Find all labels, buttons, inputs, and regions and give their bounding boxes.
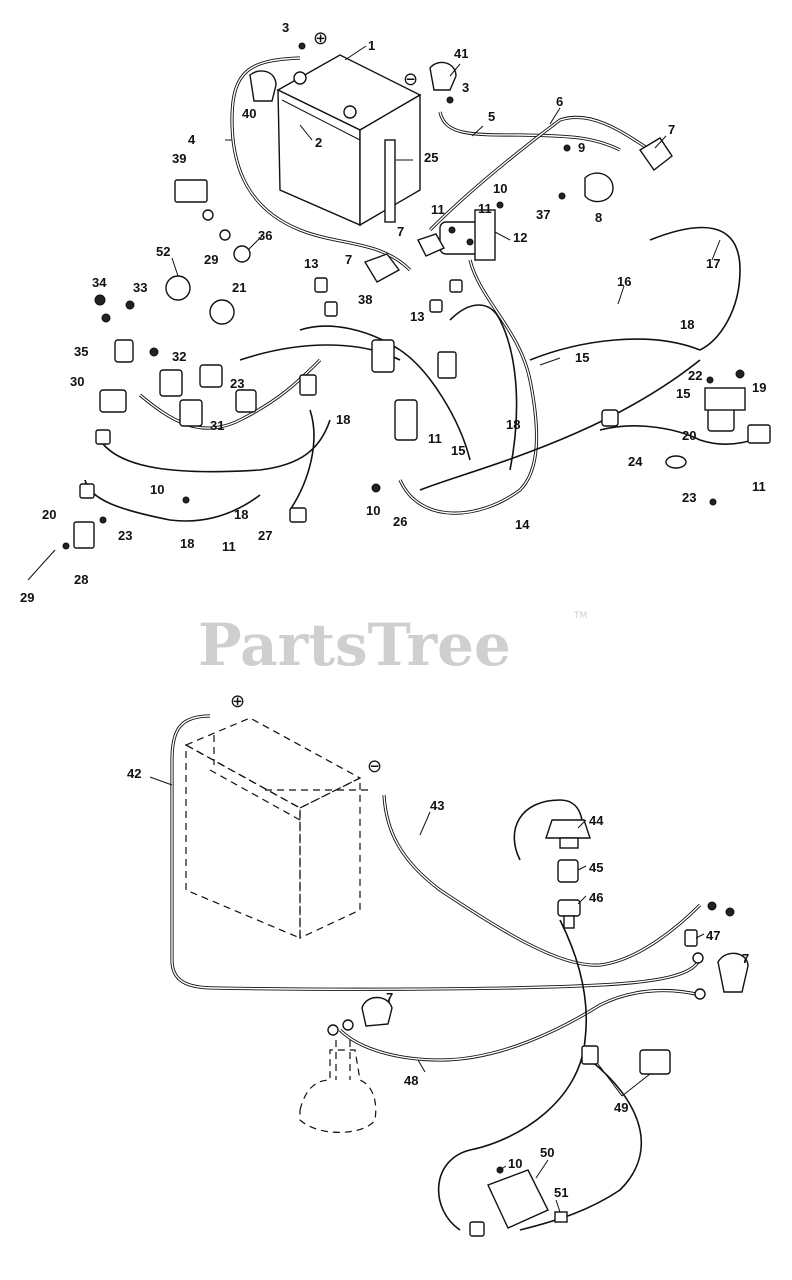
callouts-bottom: ⊕ ⊖ 42 43 44 45 46 47 7 7 48 49 50 10 51	[127, 691, 749, 1200]
callout-label: 3	[282, 20, 289, 35]
callout-label: 46	[589, 890, 603, 905]
callout-label: 4	[188, 132, 196, 147]
callouts-top: ⊕ ⊖ 1 2 3 3 4 5 6 7 7 7 8 9 10 10 10 11 …	[20, 20, 766, 605]
callout-label: 10	[508, 1156, 522, 1171]
callout-label: 23	[682, 490, 696, 505]
callout-label: 8	[595, 210, 602, 225]
callout-label: 18	[336, 412, 350, 427]
callout-label: 27	[258, 528, 272, 543]
callout-label: 18	[680, 317, 694, 332]
callout-label: 6	[556, 94, 563, 109]
callout-label: 11	[428, 431, 442, 446]
callout-label: 17	[706, 256, 720, 271]
callout-label: 16	[617, 274, 631, 289]
regulator-part	[469, 1166, 568, 1237]
callout-label: 23	[118, 528, 132, 543]
callout-label: 52	[156, 244, 170, 259]
callout-label: 13	[410, 309, 424, 324]
callout-label: 7	[668, 122, 675, 137]
callout-label: 29	[20, 590, 34, 605]
callout-label: 18	[180, 536, 194, 551]
callout-label: 28	[74, 572, 88, 587]
sensor-stack	[545, 819, 591, 929]
callout-label: 42	[127, 766, 141, 781]
callout-label: 31	[210, 418, 224, 433]
positive-symbol: ⊕	[230, 691, 245, 712]
callout-label: 15	[676, 386, 690, 401]
callout-label: 22	[688, 368, 702, 383]
top-assembly	[27, 42, 771, 581]
callout-label: 11	[222, 539, 236, 554]
callout-label: 43	[430, 798, 444, 813]
callout-label: 2	[315, 135, 322, 150]
callout-label: 37	[536, 207, 550, 222]
callout-label: 15	[451, 443, 465, 458]
top-leader-lines	[27, 45, 721, 581]
callout-label: 14	[515, 517, 530, 532]
callout-label: 47	[706, 928, 720, 943]
callout-label: 26	[393, 514, 407, 529]
callout-label: 11	[752, 479, 766, 494]
negative-symbol: ⊖	[403, 69, 418, 90]
callout-label: 49	[614, 1100, 628, 1115]
callout-label: 25	[424, 150, 438, 165]
callout-label: 9	[578, 140, 585, 155]
callout-label: 44	[589, 813, 604, 828]
positive-symbol: ⊕	[313, 28, 328, 49]
callout-label: 38	[358, 292, 372, 307]
callout-label: 51	[554, 1185, 568, 1200]
callout-label: 41	[454, 46, 468, 61]
callout-label: 10	[493, 181, 507, 196]
callout-label: 23	[230, 376, 244, 391]
callout-label: 18	[506, 417, 520, 432]
callout-label: 45	[589, 860, 603, 875]
cable-42	[170, 714, 700, 991]
bottom-assembly	[149, 714, 749, 1237]
cable-43	[382, 794, 702, 967]
callout-label: 29	[204, 252, 218, 267]
callout-label: 11	[431, 202, 445, 217]
callout-label: 20	[682, 428, 696, 443]
callout-label: 10	[366, 503, 380, 518]
callout-label: 12	[513, 230, 527, 245]
callout-label: 7	[345, 252, 352, 267]
callout-label: 33	[133, 280, 147, 295]
callout-label: 7	[397, 224, 404, 239]
callout-label: 20	[42, 507, 56, 522]
callout-label: 7	[386, 990, 393, 1005]
callout-label: 3	[462, 80, 469, 95]
bottom-leader-lines	[149, 776, 705, 1213]
callout-label: 5	[488, 109, 495, 124]
callout-label: 21	[232, 280, 246, 295]
callout-label: 18	[234, 507, 248, 522]
callout-label: 10	[150, 482, 164, 497]
trademark-mark: TM	[573, 611, 587, 621]
battery-part	[276, 54, 422, 227]
callout-label: 13	[304, 256, 318, 271]
solenoid-part	[439, 209, 496, 261]
callout-label: 1	[368, 38, 375, 53]
watermark-parts-tree: PartsTree TM	[198, 611, 587, 679]
callout-label: 15	[575, 350, 589, 365]
starter-outline-dashed	[299, 1040, 377, 1133]
callout-label: 50	[540, 1145, 554, 1160]
callout-label: 36	[258, 228, 272, 243]
wire-17	[649, 226, 741, 351]
callout-label: 40	[242, 106, 256, 121]
callout-label: 35	[74, 344, 88, 359]
callout-label: 19	[752, 380, 766, 395]
callout-label: 34	[92, 275, 107, 290]
callout-label: 24	[628, 454, 643, 469]
callout-label: 30	[70, 374, 84, 389]
negative-symbol: ⊖	[367, 756, 382, 777]
watermark-text: PartsTree	[198, 611, 511, 679]
battery-outline-dashed	[184, 717, 372, 939]
callout-label: 32	[172, 349, 186, 364]
callout-label: 48	[404, 1073, 418, 1088]
callout-label: 39	[172, 151, 186, 166]
callout-label: 7	[742, 951, 749, 966]
callout-label: 11	[478, 201, 492, 216]
